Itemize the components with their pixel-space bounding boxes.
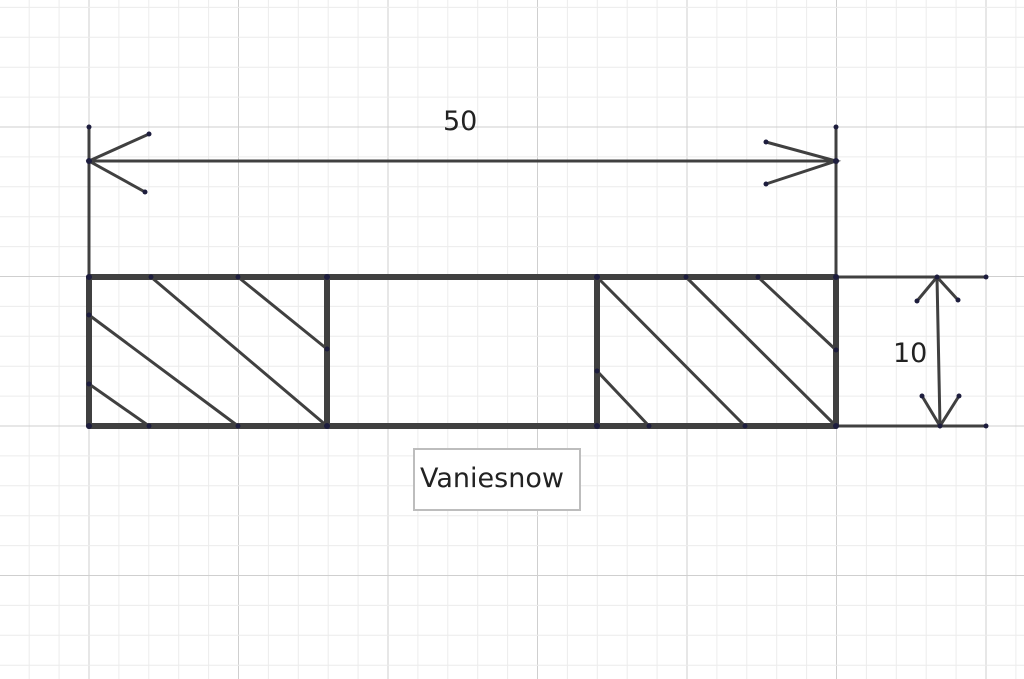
hatch-line (684, 275, 838, 428)
point[interactable] (148, 274, 154, 280)
point[interactable] (833, 347, 839, 353)
hatch-line (595, 275, 747, 428)
hatch-line (87, 382, 151, 428)
height-label: 10 (893, 338, 927, 369)
point[interactable] (146, 423, 152, 429)
point[interactable] (594, 274, 600, 280)
point[interactable] (955, 297, 961, 303)
point[interactable] (146, 131, 152, 137)
point[interactable] (983, 274, 989, 280)
point[interactable] (86, 274, 92, 280)
point[interactable] (833, 124, 839, 130)
width-label: 50 (443, 106, 477, 137)
point[interactable] (742, 423, 748, 429)
point[interactable] (646, 423, 652, 429)
point[interactable] (86, 312, 92, 318)
point[interactable] (594, 423, 600, 429)
height-dimension-line (935, 275, 942, 428)
point[interactable] (86, 124, 92, 130)
point[interactable] (86, 423, 92, 429)
point[interactable] (755, 274, 761, 280)
point[interactable] (324, 346, 330, 352)
caption-box[interactable]: Vaniesnow (413, 448, 581, 511)
point[interactable] (683, 274, 689, 280)
hatch-line (149, 275, 329, 428)
point[interactable] (86, 158, 92, 164)
point[interactable] (919, 393, 925, 399)
point[interactable] (934, 274, 940, 280)
point[interactable] (956, 393, 962, 399)
hatch-line (756, 275, 838, 352)
point[interactable] (142, 189, 148, 195)
point[interactable] (983, 423, 989, 429)
point[interactable] (763, 181, 769, 187)
width-dimension (85, 125, 842, 279)
hatch-line (87, 313, 240, 428)
hatch-left (87, 275, 329, 428)
point[interactable] (235, 423, 241, 429)
point[interactable] (833, 423, 839, 429)
point[interactable] (324, 274, 330, 280)
point[interactable] (235, 274, 241, 280)
point[interactable] (833, 158, 839, 164)
points (86, 124, 989, 429)
caption-text: Vaniesnow (420, 463, 564, 494)
point[interactable] (914, 298, 920, 304)
point[interactable] (594, 368, 600, 374)
hatch-right (595, 275, 838, 428)
point[interactable] (937, 423, 943, 429)
point[interactable] (324, 423, 330, 429)
hatch-line (595, 369, 651, 428)
point[interactable] (763, 139, 769, 145)
caption-border (413, 448, 581, 511)
point[interactable] (86, 381, 92, 387)
hatch-line (236, 275, 329, 351)
point[interactable] (833, 274, 839, 280)
